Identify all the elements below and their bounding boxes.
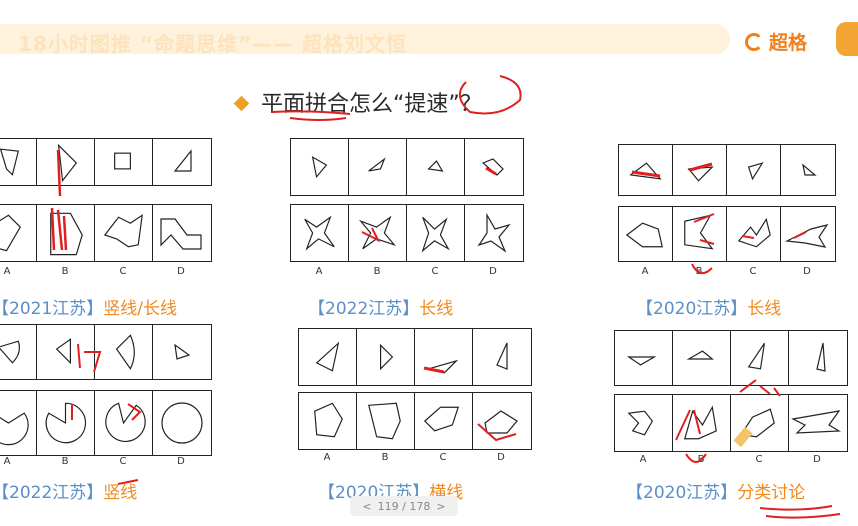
option-cell[interactable] [473,393,531,449]
panel2-options-row [290,204,524,262]
figure-cell [95,325,153,379]
panel5-options-row [298,392,532,450]
option-cell[interactable] [673,395,731,451]
figure-cell [465,139,523,195]
panel4-caption: 【2022江苏】竖线 [0,483,138,503]
brand-logo: 超格 [745,28,807,55]
panel1-caption: 【2021江苏】竖线/长线 [0,299,177,319]
option-cell[interactable] [789,395,847,451]
panel3-options-row [618,206,836,262]
option-cell[interactable] [0,391,37,455]
option-cell[interactable] [619,207,673,261]
prev-page-button[interactable]: < [362,499,372,513]
figure-cell [407,139,465,195]
figure-cell [673,145,727,195]
panel1-options-row [0,204,212,262]
option-cell[interactable] [407,205,465,261]
figure-cell [727,145,781,195]
figure-cell [291,139,349,195]
figure-cell [673,331,731,385]
diamond-bullet-icon [233,95,250,111]
slide-title: 18小时图推 “命题思维”—— 超格刘文恒 [18,32,408,56]
panel4-question-row [0,324,212,380]
figure-cell [473,329,531,385]
figure-cell [153,139,211,185]
figure-cell [37,325,95,379]
option-cell[interactable] [153,391,211,455]
option-cell[interactable] [415,393,473,449]
panel4-options-row [0,390,212,456]
option-cell[interactable] [37,205,95,261]
figure-cell [781,145,835,195]
option-cell[interactable] [781,207,835,261]
panel2-caption: 【2022江苏】长线 [308,299,454,319]
option-cell[interactable] [465,205,523,261]
option-cell[interactable] [349,205,407,261]
panel6-options-row [614,394,848,452]
side-tab[interactable] [836,22,858,56]
headline: 平面拼合怎么“提速”？ [233,86,482,118]
option-cell[interactable] [727,207,781,261]
option-cell[interactable] [95,391,153,455]
brand-name: 超格 [769,32,808,54]
panel5-question-row [298,328,532,386]
option-cell[interactable] [673,207,727,261]
figure-cell [615,331,673,385]
page-navigator: < 119 / 178 > [350,496,458,516]
title-bar [0,24,730,54]
panel6-caption: 【2020江苏】分类讨论 [626,483,806,503]
figure-cell [789,331,847,385]
next-page-button[interactable]: > [436,499,446,513]
panel2-question-row [290,138,524,196]
option-cell[interactable] [0,205,37,261]
figure-cell [357,329,415,385]
panel6-question-row [614,330,848,386]
headline-text: 平面拼合怎么“提速”？ [261,92,482,117]
figure-cell [95,139,153,185]
figure-cell [349,139,407,195]
option-cell[interactable] [615,395,673,451]
option-cell[interactable] [357,393,415,449]
option-cell[interactable] [291,205,349,261]
figure-cell [619,145,673,195]
figure-cell [0,325,37,379]
figure-cell [731,331,789,385]
figure-cell [0,139,37,185]
figure-cell [37,139,95,185]
panel3-question-row [618,144,836,196]
figure-cell [299,329,357,385]
panel1-question-row [0,138,212,186]
brand-g-icon [745,32,763,51]
page-counter: 119 / 178 [377,499,431,513]
option-cell[interactable] [299,393,357,449]
option-cell[interactable] [153,205,211,261]
option-cell[interactable] [731,395,789,451]
option-cell[interactable] [37,391,95,455]
figure-cell [153,325,211,379]
panel3-caption: 【2020江苏】长线 [636,299,782,319]
option-cell[interactable] [95,205,153,261]
figure-cell [415,329,473,385]
